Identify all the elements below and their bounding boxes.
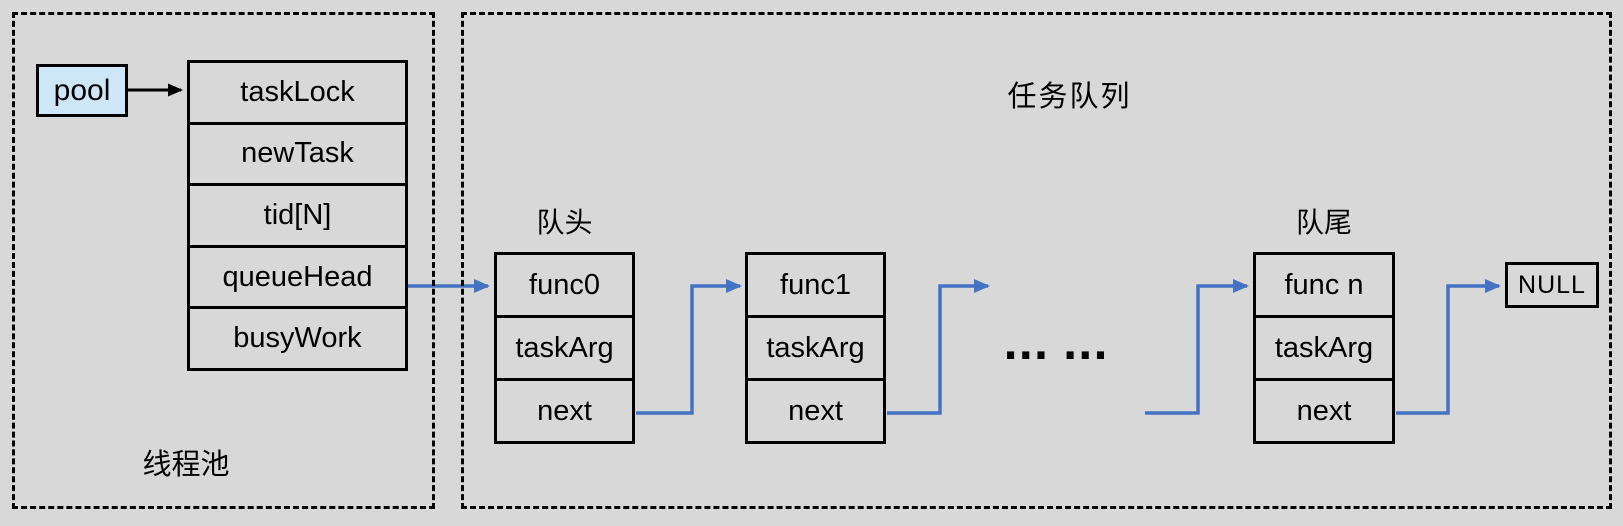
node-field-func: func0 (529, 268, 600, 301)
struct-field-queuehead: queueHead (190, 244, 405, 307)
task-queue-container (461, 12, 1612, 509)
thread-pool-container (12, 12, 435, 509)
queue-node-second: func1 taskArg next (745, 252, 886, 444)
node-field-taskarg: taskArg (748, 315, 883, 378)
pool-pointer-box: pool (36, 64, 128, 117)
queue-head-label: 队头 (536, 207, 593, 238)
struct-field-busywork: busyWork (190, 306, 405, 368)
node-field-next: next (1256, 378, 1392, 441)
struct-field-tid: tid[N] (190, 183, 405, 245)
pool-struct-box: taskLock newTask tid[N] queueHead busyWo… (187, 60, 408, 371)
task-queue-title: 任务队列 (1007, 81, 1132, 113)
queue-node-head: func0 taskArg next (494, 252, 635, 444)
node-field-func: func n (1284, 268, 1364, 301)
null-terminator-box: NULL (1505, 262, 1599, 308)
queue-ellipsis: ... ... (1002, 323, 1109, 369)
struct-field-tasklock: taskLock (240, 75, 355, 108)
node-field-next: next (497, 378, 632, 441)
node-field-func: func1 (780, 268, 851, 301)
node-field-taskarg: taskArg (1256, 315, 1392, 378)
node-field-taskarg: taskArg (497, 315, 632, 378)
struct-field-newtask: newTask (190, 121, 405, 184)
node-field-next: next (748, 378, 883, 441)
thread-pool-label: 线程池 (142, 449, 230, 481)
queue-node-tail: func n taskArg next (1253, 252, 1395, 444)
pool-pointer-label: pool (53, 73, 111, 107)
queue-tail-label: 队尾 (1295, 207, 1352, 238)
null-label: NULL (1518, 270, 1586, 299)
